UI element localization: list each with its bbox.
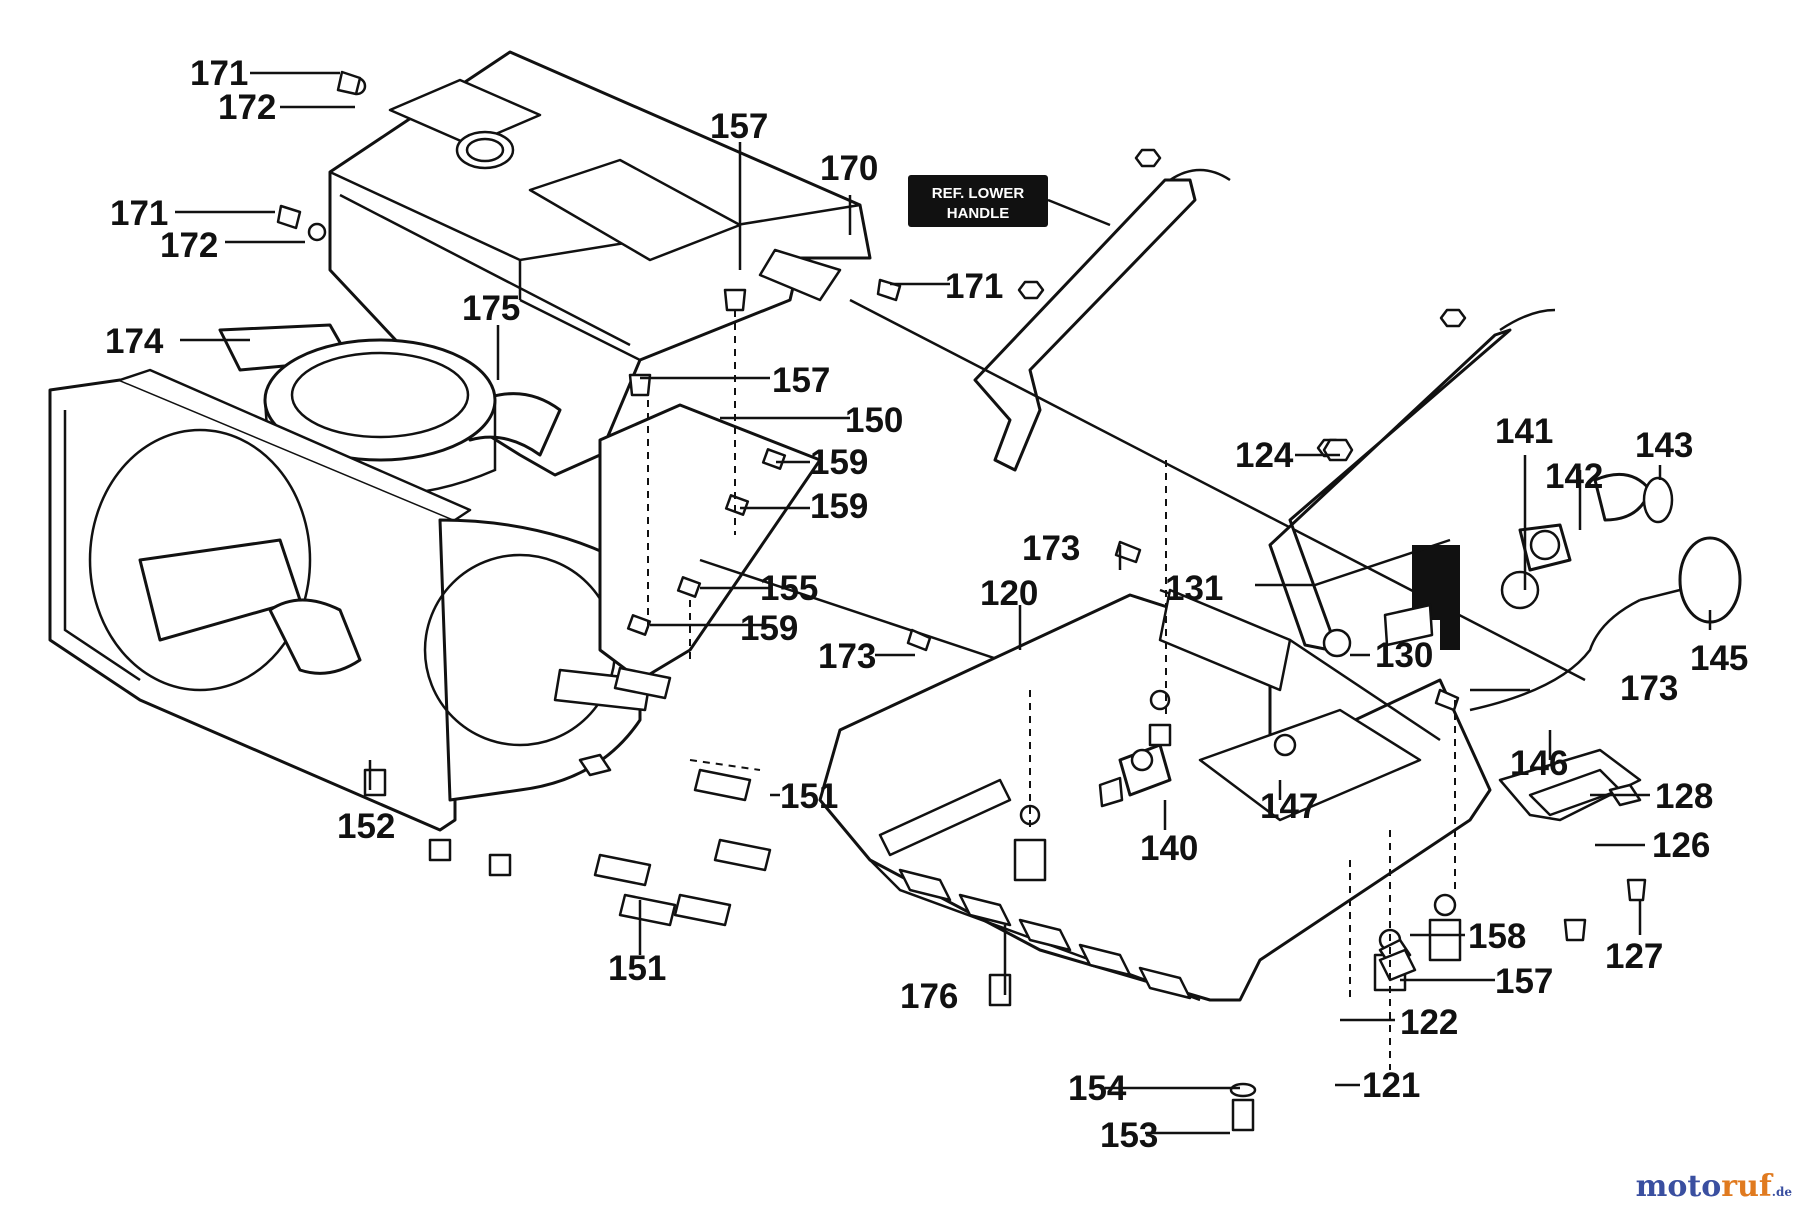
ignition-parts	[1098, 472, 1742, 808]
callout-150: 150	[845, 401, 903, 440]
callout-146: 146	[1510, 744, 1568, 783]
callout-172: 172	[218, 88, 276, 127]
callout-130: 130	[1375, 636, 1433, 675]
handle-grip-part	[1383, 545, 1460, 650]
callout-173: 173	[818, 637, 876, 676]
svg-text:HANDLE: HANDLE	[947, 205, 1010, 222]
callout-159: 159	[740, 609, 798, 648]
callout-171: 171	[110, 194, 168, 233]
lower-handle-part	[973, 148, 1231, 472]
leader-lines	[175, 71, 1712, 1135]
guide-line	[849, 298, 1586, 682]
callout-124: 124	[1235, 436, 1294, 475]
callout-172: 172	[160, 226, 218, 265]
callout-140: 140	[1140, 829, 1198, 868]
callout-173: 173	[1022, 529, 1080, 568]
callout-155: 155	[760, 569, 818, 608]
callout-labels: 171 172 171 172 157 170 171 175 174 157 …	[105, 54, 1748, 1155]
callout-154: 154	[1068, 1069, 1127, 1108]
watermark-logo: motoruf.de	[1635, 1169, 1792, 1204]
fasteners	[276, 70, 1647, 1132]
callout-174: 174	[105, 322, 164, 361]
callout-175: 175	[462, 289, 520, 328]
callout-128: 128	[1655, 777, 1713, 816]
callout-158: 158	[1468, 917, 1526, 956]
callout-173: 173	[1620, 669, 1678, 708]
callout-147: 147	[1260, 787, 1318, 826]
callout-143: 143	[1635, 426, 1693, 465]
callout-127: 127	[1605, 937, 1663, 976]
callout-141: 141	[1495, 412, 1553, 451]
callout-120: 120	[980, 574, 1038, 613]
callout-157: 157	[1495, 962, 1553, 1001]
callout-157: 157	[710, 107, 768, 146]
callout-171: 171	[190, 54, 248, 93]
callout-176: 176	[900, 977, 958, 1016]
callout-170: 170	[820, 149, 878, 188]
callout-121: 121	[1362, 1066, 1420, 1105]
callout-151: 151	[608, 949, 666, 988]
callout-122: 122	[1400, 1003, 1458, 1042]
callout-159: 159	[810, 443, 868, 482]
ref-lower-handle-note: REF. LOWER HANDLE	[908, 175, 1048, 227]
chute-assembly-part	[218, 323, 497, 497]
callout-153: 153	[1100, 1116, 1158, 1155]
callout-126: 126	[1652, 826, 1710, 865]
svg-text:REF. LOWER: REF. LOWER	[932, 185, 1025, 202]
callout-145: 145	[1690, 639, 1748, 678]
dash-panel-part	[818, 588, 1642, 1002]
auger-housing-part	[48, 368, 652, 832]
ref-leader	[1047, 198, 1111, 227]
callout-151: 151	[780, 777, 838, 816]
callout-171: 171	[945, 267, 1003, 306]
callout-152: 152	[337, 807, 395, 846]
alignment-lines	[647, 310, 1456, 1070]
callout-131: 131	[1165, 569, 1223, 608]
callout-157: 157	[772, 361, 830, 400]
callout-142: 142	[1545, 457, 1603, 496]
upper-handle-part	[1268, 308, 1556, 658]
callout-159: 159	[810, 487, 868, 526]
